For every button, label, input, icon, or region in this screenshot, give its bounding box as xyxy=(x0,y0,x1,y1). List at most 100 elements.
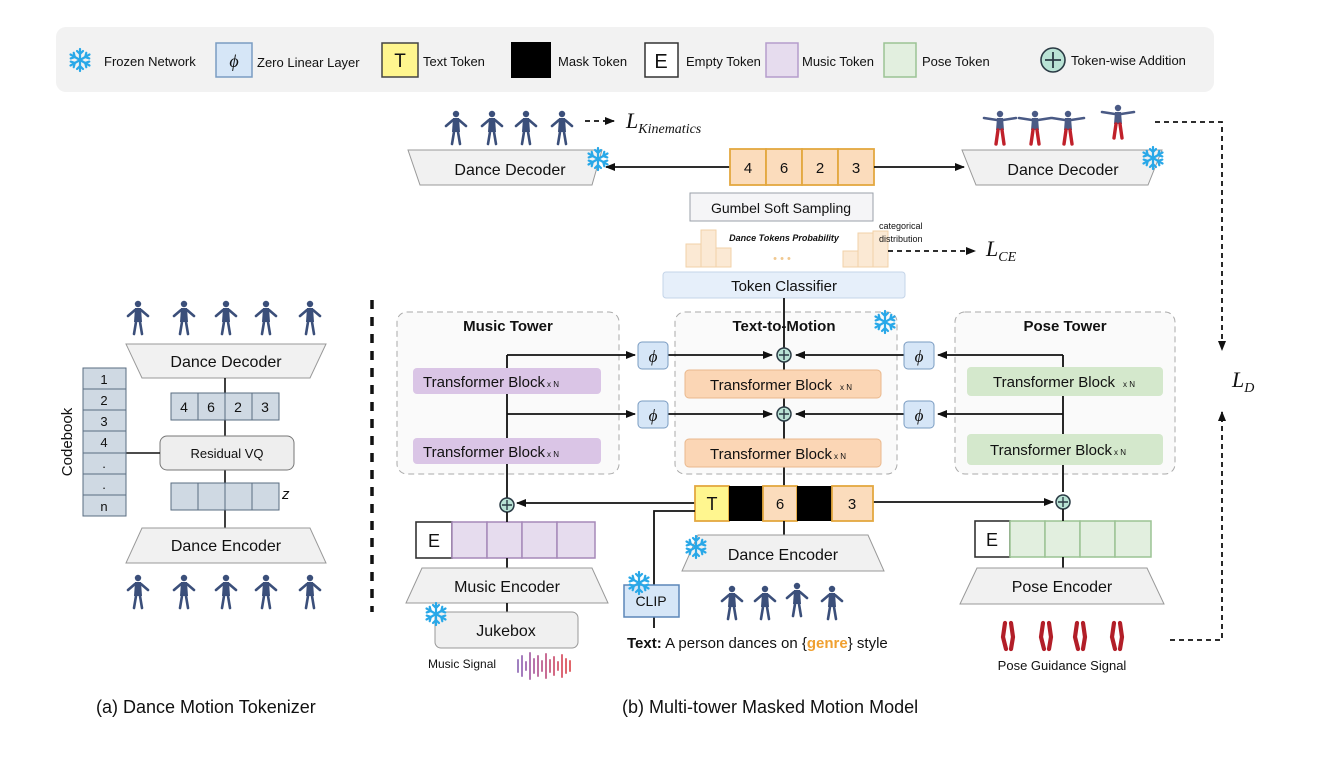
masked-input-token-row: T 6 3 xyxy=(694,485,874,522)
t2m-input-dancers xyxy=(720,581,844,621)
svg-text:6: 6 xyxy=(207,399,215,415)
residual-vq-label: Residual VQ xyxy=(191,446,264,461)
phi-swatch xyxy=(215,42,253,78)
pose-token-row: E xyxy=(974,520,1152,558)
svg-text:ϕ: ϕ xyxy=(915,406,924,425)
t2m-transformer-block xyxy=(684,438,882,468)
svg-text:n: n xyxy=(100,499,107,514)
svg-text:ϕ: ϕ xyxy=(649,406,658,425)
music-token-row: E xyxy=(415,521,596,559)
tokenizer-dance-decoder xyxy=(125,343,327,379)
zero-linear-layer: ϕ xyxy=(903,341,935,370)
music-signal-label: Music Signal xyxy=(428,657,496,671)
svg-text:4: 4 xyxy=(744,160,752,177)
music-encoder xyxy=(405,567,609,604)
music-token-swatch xyxy=(765,42,799,78)
svg-text:4: 4 xyxy=(100,435,107,450)
zero-linear-layer: ϕ xyxy=(637,341,669,370)
d-loss: LD xyxy=(1231,367,1254,396)
tokenizer-input-dancers xyxy=(126,573,322,610)
svg-text:3: 3 xyxy=(852,160,860,177)
legend-label: Music Token xyxy=(802,54,874,69)
snowflake-icon xyxy=(628,570,650,596)
legend-label: Token-wise Addition xyxy=(1071,53,1186,68)
left-dance-decoder xyxy=(407,149,603,186)
svg-text:2: 2 xyxy=(816,160,824,177)
tokenizer-dance-decoder-label: Dance Decoder xyxy=(170,354,282,371)
codebook: 1 2 3 4 . . n Codebook xyxy=(59,367,127,517)
svg-text:3: 3 xyxy=(261,399,269,415)
ce-loss: LCE xyxy=(985,236,1017,265)
mask-token-swatch xyxy=(511,42,551,78)
tokenizer-caption: (a) Dance Motion Tokenizer xyxy=(96,697,316,717)
plus-circle-icon xyxy=(499,497,515,513)
svg-text:2: 2 xyxy=(234,399,242,415)
legend-label: Text Token xyxy=(423,54,485,69)
svg-text:3: 3 xyxy=(848,496,856,513)
pose-transformer-block xyxy=(967,367,1163,396)
svg-text:6: 6 xyxy=(780,160,788,177)
svg-text:3: 3 xyxy=(100,414,107,429)
text-token-icon: T xyxy=(394,51,406,72)
svg-text:.: . xyxy=(102,477,106,492)
text-token-swatch xyxy=(381,42,419,78)
music-waveform-icon xyxy=(517,652,571,680)
legend-label: Empty Token xyxy=(686,54,761,69)
pose-guidance-legs xyxy=(1003,623,1122,649)
dance-token-probability: Dance Tokens Probability • • • xyxy=(685,229,889,268)
right-dance-decoder-label: Dance Decoder xyxy=(1007,162,1119,179)
jukebox-label: Jukebox xyxy=(476,623,536,640)
top-right-dancers xyxy=(982,103,1136,146)
pose-encoder xyxy=(959,567,1165,605)
legend-label: Zero Linear Layer xyxy=(257,55,360,70)
legend-label: Pose Token xyxy=(922,54,990,69)
empty-token-icon: E xyxy=(654,51,667,73)
legend-label: Mask Token xyxy=(558,54,627,69)
dance-motion-tokenizer: Dance Decoder 4 6 2 3 Residual VQ 1 2 3 … xyxy=(59,299,327,610)
svg-text:1: 1 xyxy=(100,372,107,387)
plus-circle-icon xyxy=(1040,47,1066,73)
text-prompt: Text: A person dances on {genre} style xyxy=(627,635,888,652)
pose-token-swatch xyxy=(883,42,917,78)
pose-signal-label: Pose Guidance Signal xyxy=(998,658,1127,673)
svg-text:categorical: categorical xyxy=(879,221,923,231)
legend-label: Frozen Network xyxy=(104,54,196,69)
svg-text:• • •: • • • xyxy=(773,253,791,265)
jukebox xyxy=(434,611,579,649)
svg-text:.: . xyxy=(102,456,106,471)
tokenizer-dance-encoder xyxy=(125,527,327,564)
svg-text:T: T xyxy=(707,494,718,514)
music-tower-title: Music Tower xyxy=(463,318,553,335)
svg-text:Dance Tokens Probability: Dance Tokens Probability xyxy=(729,233,840,243)
t2m-dance-encoder-label: Dance Encoder xyxy=(728,547,839,564)
gumbel-soft-sampling xyxy=(689,192,874,222)
tokenizer-output-dancers xyxy=(126,299,322,336)
left-dance-decoder-label: Dance Decoder xyxy=(454,162,566,179)
tokenizer-token-row: 4 6 2 3 xyxy=(170,392,280,421)
z-label: z xyxy=(281,486,290,503)
legend-panel xyxy=(56,27,1214,92)
top-left-dancers xyxy=(444,109,574,146)
model-caption: (b) Multi-tower Masked Motion Model xyxy=(622,697,918,717)
pose-encoder-label: Pose Encoder xyxy=(1012,579,1113,596)
latent-z-row: z xyxy=(170,482,290,511)
svg-text:4: 4 xyxy=(180,399,188,415)
svg-text:E: E xyxy=(428,531,440,551)
svg-text:6: 6 xyxy=(776,496,784,513)
music-transformer-block xyxy=(413,368,601,394)
kinematics-loss: LKinematics xyxy=(625,108,702,137)
clip-label: CLIP xyxy=(635,593,666,609)
svg-text:distribution: distribution xyxy=(879,234,923,244)
music-encoder-label: Music Encoder xyxy=(454,579,560,596)
right-dance-decoder xyxy=(961,149,1163,186)
t2m-transformer-block xyxy=(684,369,882,399)
tokenizer-dance-encoder-label: Dance Encoder xyxy=(171,538,282,555)
zero-linear-layer: ϕ xyxy=(637,400,669,429)
empty-token-swatch xyxy=(644,42,679,78)
